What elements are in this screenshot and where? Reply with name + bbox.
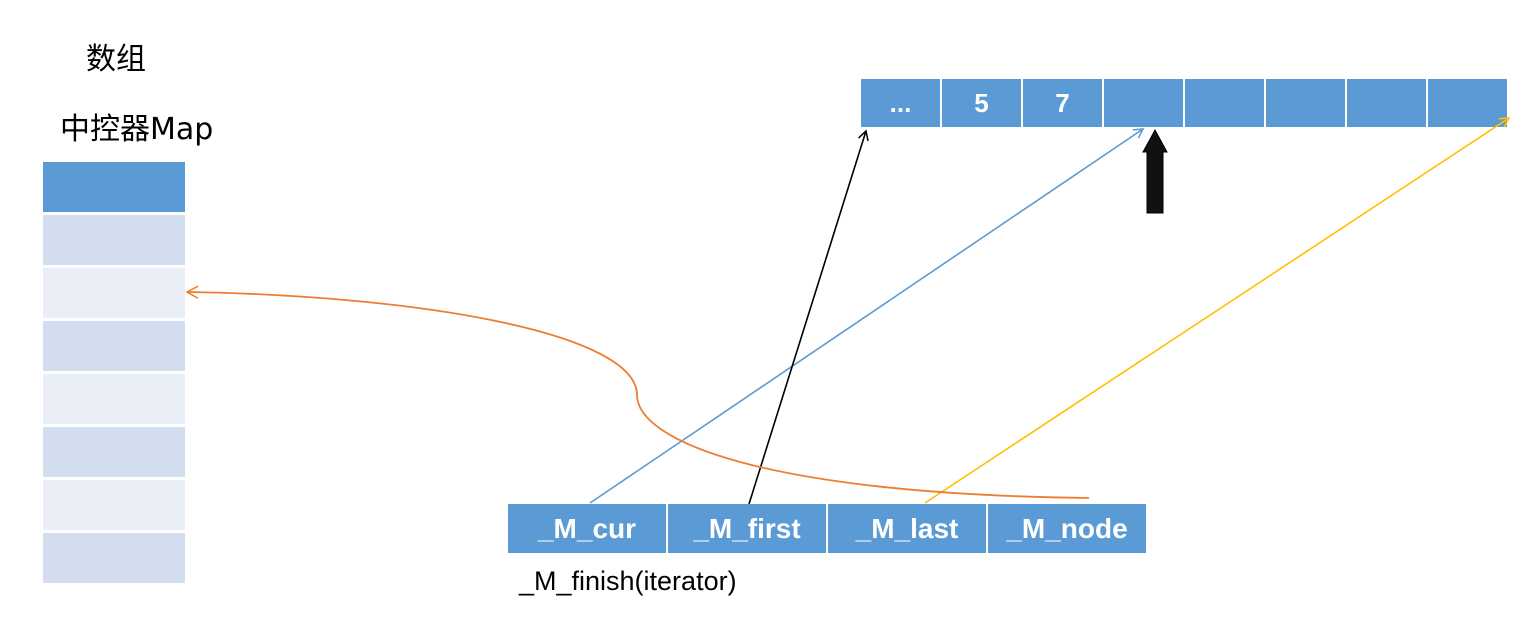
iterator-field-last: _M_last (828, 504, 986, 553)
last-pointer-arrow (924, 117, 1511, 504)
map-cell (43, 162, 185, 212)
map-title: 中控器Map (60, 112, 214, 147)
map-cell (43, 374, 185, 424)
map-column (43, 162, 185, 586)
array-cell (1428, 79, 1507, 127)
map-cell (43, 427, 185, 477)
map-cell (43, 268, 185, 318)
map-cell (43, 215, 185, 265)
cur-pointer-arrow (589, 128, 1145, 504)
array-cell (1347, 79, 1426, 127)
array-cell: 5 (942, 79, 1021, 127)
current-position-up-arrow (1142, 128, 1168, 214)
iterator-field-node: _M_node (988, 504, 1146, 553)
map-cell (43, 321, 185, 371)
node-pointer-arrow (185, 285, 1090, 499)
array-cell (1266, 79, 1345, 127)
array-cell: 7 (1023, 79, 1102, 127)
array-cell (1104, 79, 1183, 127)
buffer-array: ... 5 7 (861, 79, 1507, 127)
iterator-field-first: _M_first (668, 504, 826, 553)
array-cell: ... (861, 79, 940, 127)
map-cell (43, 480, 185, 530)
iterator-caption: _M_finish(iterator) (519, 566, 737, 596)
array-cell (1185, 79, 1264, 127)
first-pointer-arrow (748, 129, 869, 505)
iterator-field-cur: _M_cur (508, 504, 666, 553)
map-cell (43, 533, 185, 583)
iterator-fields: _M_cur _M_first _M_last _M_node (508, 504, 1146, 553)
array-title: 数组 (86, 42, 146, 77)
